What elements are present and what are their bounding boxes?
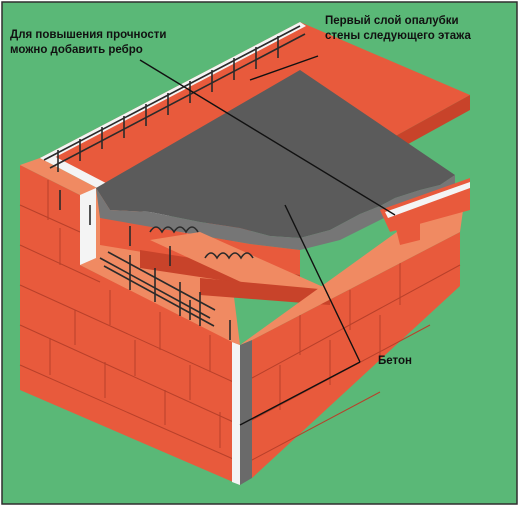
label-formwork-line1: Первый слой опалубки	[325, 15, 459, 27]
interior-formwork	[100, 218, 330, 305]
right-wall-rim	[240, 178, 470, 345]
left-outer-wall	[19, 165, 252, 485]
leader-formwork	[249, 55, 319, 81]
leader-concrete-slab	[284, 204, 361, 363]
leader-rib	[139, 59, 396, 216]
label-formwork-line2: стены следующего этажа	[325, 30, 471, 42]
label-concrete: Бетон	[378, 355, 412, 367]
label-rib-line2: можно добавить ребро	[10, 44, 143, 56]
label-rib-line1: Для повышения прочности	[10, 29, 166, 41]
leader-lines	[139, 55, 396, 426]
rebar	[43, 25, 306, 340]
leader-concrete-wall	[239, 361, 361, 426]
